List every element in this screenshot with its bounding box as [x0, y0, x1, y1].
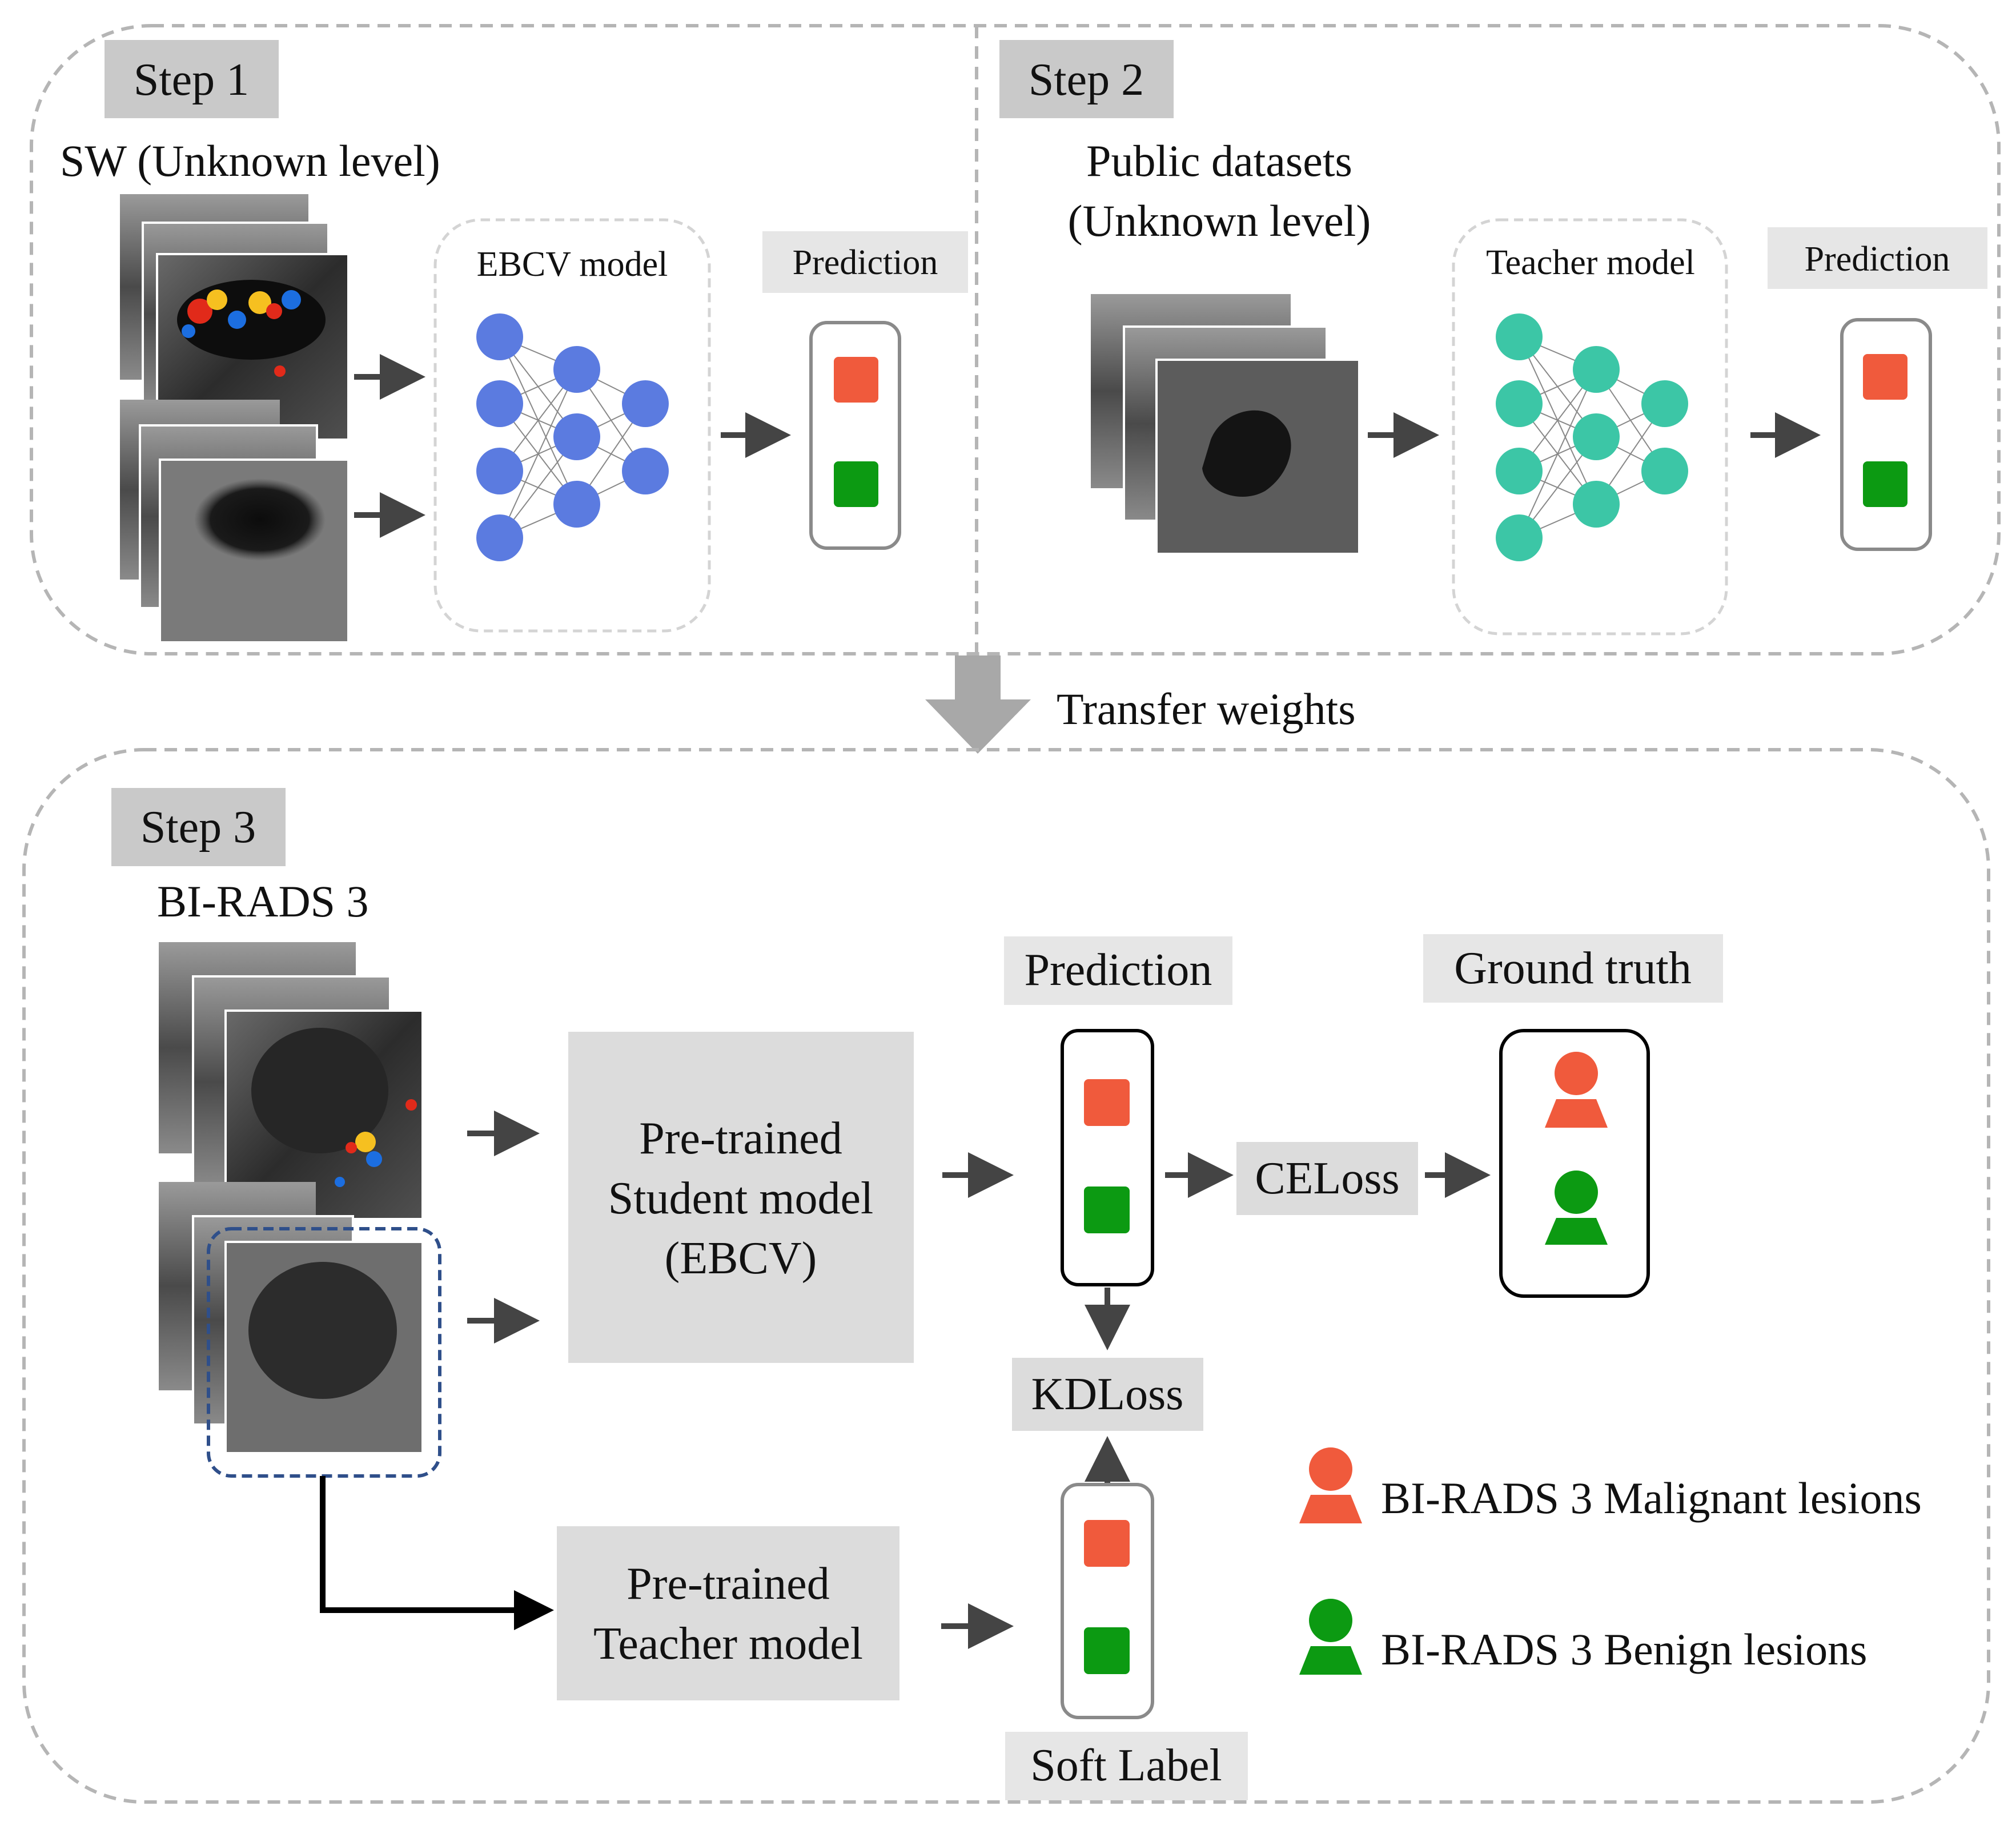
step1-prediction-box [809, 321, 901, 550]
ebcv-model-label: EBCV model [477, 245, 668, 284]
malignant-person-icon [1309, 1447, 1352, 1491]
svg-text:(EBCV): (EBCV) [665, 1233, 817, 1284]
soft-label-box [1061, 1483, 1154, 1719]
legend-malignant: BI-RADS 3 Malignant lesions [1299, 1447, 1922, 1523]
svg-text:KDLoss: KDLoss [1031, 1369, 1184, 1419]
net-node [1496, 448, 1543, 494]
svg-text:Prediction: Prediction [1805, 240, 1950, 279]
net-node [1641, 380, 1688, 427]
transfer-weights-label: Transfer weights [1057, 684, 1356, 734]
step3-doppler-stack [159, 942, 424, 1220]
soft-label-tag: Soft Label [1005, 1732, 1248, 1800]
step2-input-label-line2: (Unknown level) [1068, 196, 1371, 246]
student-model-box: Pre-trained Student model (EBCV) [568, 1032, 914, 1363]
step3-prediction-tag: Prediction [1004, 936, 1232, 1005]
benign-person-icon [1309, 1599, 1352, 1642]
net-node [476, 380, 523, 427]
svg-text:Teacher model: Teacher model [593, 1619, 863, 1669]
ebcv-neural-net-icon [476, 313, 669, 561]
step2-prediction-tag: Prediction [1768, 227, 1987, 289]
step1-grayscale-stack [120, 400, 350, 643]
soft-label-benign-square [1084, 1627, 1130, 1674]
svg-text:Step 3: Step 3 [140, 802, 256, 852]
net-edge [499, 369, 577, 538]
step2-benign-square [1863, 461, 1907, 507]
svg-text:Pre-trained: Pre-trained [627, 1559, 829, 1609]
step2-malignant-square [1863, 354, 1907, 400]
step3-benign-square [1084, 1186, 1130, 1233]
net-node [1573, 413, 1620, 460]
net-node [1496, 313, 1543, 360]
teacher-model-label: Teacher model [1486, 243, 1695, 282]
net-edge [1519, 369, 1597, 538]
step2-tag: Step 2 [999, 40, 1174, 118]
svg-text:Prediction: Prediction [1025, 945, 1212, 995]
teacher-model-pretrained-box: Pre-trained Teacher model [557, 1526, 899, 1700]
ground-truth-benign-person-icon [1545, 1171, 1608, 1245]
step3-input-label: BI-RADS 3 [157, 876, 369, 926]
top-panel [30, 24, 2001, 655]
net-node [622, 380, 669, 427]
svg-text:CELoss: CELoss [1255, 1153, 1399, 1204]
net-node [476, 448, 523, 494]
legend-benign: BI-RADS 3 Benign lesions [1299, 1599, 1868, 1675]
svg-text:Step 1: Step 1 [134, 55, 249, 105]
step3-malignant-square [1084, 1079, 1130, 1126]
transfer-weights-arrow [925, 655, 1031, 754]
step1-malignant-square [834, 357, 878, 403]
step1-tag: Step 1 [105, 40, 279, 118]
step2-input-label-line1: Public datasets [1086, 136, 1352, 186]
teacher-input-line [320, 1476, 554, 1630]
net-node [476, 313, 523, 360]
kdloss-box: KDLoss [1012, 1358, 1203, 1431]
net-node [1496, 380, 1543, 427]
net-node [1573, 346, 1620, 393]
step2-image-stack [1091, 294, 1360, 555]
step1-input-label: SW (Unknown level) [60, 136, 440, 186]
svg-text:Student model: Student model [608, 1173, 873, 1224]
net-node [553, 346, 600, 393]
soft-label-malignant-square [1084, 1520, 1130, 1567]
teacher-model-box [1452, 218, 1728, 636]
svg-text:Pre-trained: Pre-trained [639, 1113, 842, 1164]
net-node [1641, 448, 1688, 494]
step1-prediction-tag: Prediction [762, 231, 968, 293]
net-node [1573, 481, 1620, 528]
net-node [553, 481, 600, 528]
bottom-panel [22, 748, 1990, 1804]
ground-truth-malignant-person-icon [1545, 1052, 1608, 1128]
svg-text:Soft Label: Soft Label [1030, 1740, 1222, 1791]
net-node [476, 514, 523, 561]
svg-text:Ground truth: Ground truth [1454, 943, 1692, 994]
step3-tag: Step 3 [111, 788, 286, 866]
svg-text:BI-RADS 3 Benign lesions: BI-RADS 3 Benign lesions [1381, 1624, 1868, 1674]
net-node [622, 448, 669, 494]
step1-benign-square [834, 461, 878, 507]
ground-truth-box [1499, 1029, 1650, 1298]
step3-prediction-box [1061, 1029, 1154, 1286]
svg-text:Step 2: Step 2 [1029, 55, 1144, 105]
ground-truth-tag: Ground truth [1423, 934, 1723, 1003]
svg-text:BI-RADS 3 Malignant lesions: BI-RADS 3 Malignant lesions [1381, 1473, 1922, 1523]
step3-grayscale-stack [159, 1182, 424, 1454]
teacher-neural-net-icon [1496, 313, 1688, 561]
ebcv-model-box [433, 218, 711, 633]
svg-text:Prediction: Prediction [793, 243, 938, 282]
net-node [1496, 514, 1543, 561]
celoss-box: CELoss [1236, 1142, 1418, 1215]
net-node [553, 413, 600, 460]
